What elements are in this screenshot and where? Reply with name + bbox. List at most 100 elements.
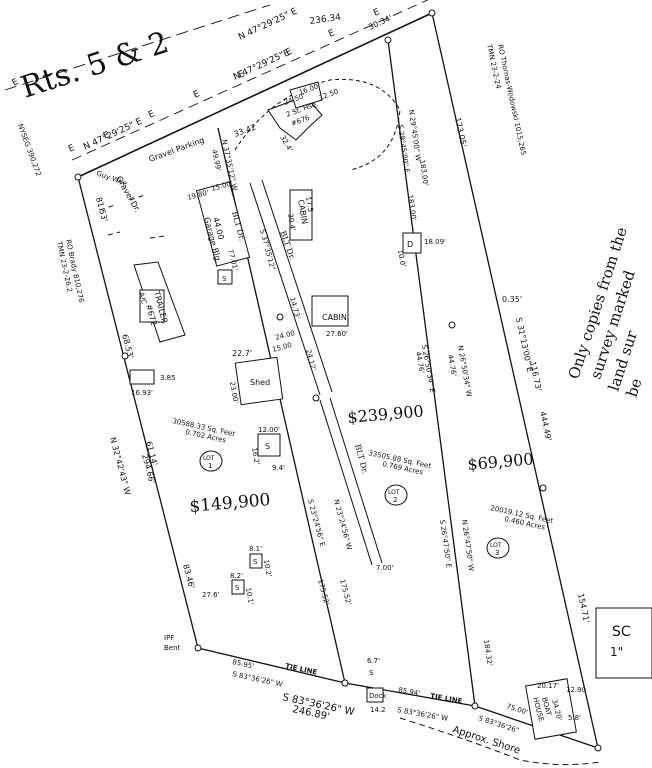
garage-s-box [217, 269, 233, 285]
boathouse-dim: 5.8' [568, 714, 581, 722]
east-dim: 173.05' [453, 117, 468, 148]
drive-width: 7.00' [376, 564, 394, 572]
mid2-dim: S 29°45'00" E [396, 124, 411, 173]
fence-mark: E [282, 48, 292, 60]
mid2-dim: 44.76' [414, 351, 426, 374]
fence-mark: E [11, 77, 21, 89]
mid1-dim: 49.99' [210, 149, 222, 172]
south-dim: S 83°36'26" [477, 714, 519, 735]
mid1-dim: 175.52' [316, 578, 331, 606]
small-s-dim: 27.6' [202, 591, 220, 599]
dock-dim: 6.7' [367, 657, 380, 665]
cabin-2 [311, 295, 349, 327]
ipf-label: IPF [164, 634, 174, 642]
cabin-dim: 30.4' [286, 213, 297, 232]
small-s-2 [231, 579, 245, 595]
corner-box [595, 607, 652, 679]
well-label: S [265, 442, 270, 451]
boathouse-dim: 12.90 [566, 686, 586, 694]
mid1-dim: S 37°35'12" [258, 228, 277, 271]
gravel-drive-label: Gravel Dr. [114, 175, 142, 214]
fence-mark: E [372, 7, 382, 19]
road-name: Rts. 5 & 2 [17, 25, 173, 106]
lot-label: LOT [203, 455, 215, 462]
fence-mark: E [237, 69, 247, 81]
mid1-dim: N 23°24'56" W [332, 498, 353, 550]
cabin-2-dim: 14.73' [288, 296, 301, 319]
mid2-dim: N 29°45'00" W [407, 109, 422, 162]
d-label: D [407, 240, 413, 249]
road-bearing: N 47°29'25" E [237, 7, 299, 43]
small-s-1 [249, 553, 263, 569]
mid1-dim: S 23°24'56" E [306, 498, 326, 547]
house [234, 78, 401, 171]
south-dim: S 83°36'26" W [397, 706, 449, 723]
shed-dim: 15.00 [271, 341, 292, 354]
shed-dim: 24.00 [274, 329, 295, 342]
west-boundary [77, 176, 199, 649]
dock-label: Dock [369, 692, 388, 700]
lot-line-2 [387, 39, 476, 707]
nyseg-label: NYSEG 390,272 [16, 123, 42, 177]
d-dim: 18.09' [424, 238, 446, 246]
east-dim: 154.71' [576, 593, 591, 624]
lot-label: LOT [490, 542, 502, 549]
gravel-parking-label: Gravel Parking [148, 135, 206, 163]
lot-label: LOT [388, 489, 400, 496]
tie-line-label: TIE LINE [285, 662, 318, 677]
fence-mark: E [327, 28, 337, 40]
corner-box-text: SC [612, 624, 631, 640]
mid2-dim: N 26°50'34" W [456, 345, 473, 398]
lot-number: 3 [495, 549, 499, 557]
mid2-dim: S 26°47'50" E [438, 519, 453, 568]
mid1-dim: 175.52' [338, 578, 353, 606]
lot-3: LOT 3 20019.12 Sq. Feet 0.460 Acres $69,… [467, 449, 554, 559]
garage-building [195, 181, 251, 267]
trailer-pad [129, 369, 155, 385]
cabin-dim: 17.5 [304, 196, 315, 213]
small-s-label: S [235, 584, 240, 592]
mid2-dim: 183.00' [406, 194, 418, 221]
well-s [257, 433, 281, 457]
cabin-label: CABIN [296, 199, 309, 225]
south-dim: 75.00' [505, 702, 528, 716]
west-dim: 81.53' [94, 196, 109, 223]
d-structure [402, 232, 422, 254]
d-dim: 10.0' [396, 249, 407, 268]
trailer-ac-label: A/C [137, 291, 148, 305]
trailer-ac [139, 289, 165, 323]
shed-dim: 23.00' [228, 381, 240, 404]
road-bearing: N 47°29'25" E [82, 117, 144, 153]
lot-price: $69,900 [467, 449, 535, 474]
lot-1: LOT 1 30588.33 Sq. Feet 0.702 Acres $149… [172, 417, 272, 517]
south-dim: S 83°36'26" W [232, 670, 284, 688]
dock-s: S [369, 669, 374, 677]
well-dim: 9.4' [272, 464, 285, 472]
mid2-dim: N 26°47'50" W [460, 519, 475, 572]
mid2-dim: 184.32' [482, 639, 494, 666]
structures [129, 181, 652, 740]
cabin-1 [289, 189, 313, 241]
corner-points [74, 9, 602, 752]
south-dim: 85.95' [232, 658, 255, 670]
mid1-dim: 24.12' [304, 348, 317, 371]
small-s-dim: 8.1' [249, 545, 262, 553]
boathouse-dim: 20.17' [537, 682, 559, 690]
well-dim: 12.00' [258, 426, 280, 434]
dock [366, 687, 384, 703]
shed-dim: 22.7' [232, 349, 252, 358]
lot-price: $149,900 [189, 490, 272, 517]
road-distance: 236.34 [309, 13, 342, 27]
east-dim: 0.35' [502, 295, 522, 304]
owner-right: RO Thomas-Wodowski 1015,265 [496, 44, 527, 156]
shore-line [399, 717, 601, 766]
west-dim: 83.46' [181, 563, 196, 590]
south-dim: 85.94' [398, 686, 421, 698]
small-s-dim: 10.1' [244, 587, 255, 606]
shed-label: Shed [250, 378, 270, 387]
dock-dim: 14.2 [370, 706, 386, 714]
well-dim: 16.2' [250, 447, 261, 466]
small-s-dim: 8.2' [230, 572, 243, 580]
corner-box-text: 1" [610, 645, 623, 659]
south-tie-line [197, 647, 346, 684]
